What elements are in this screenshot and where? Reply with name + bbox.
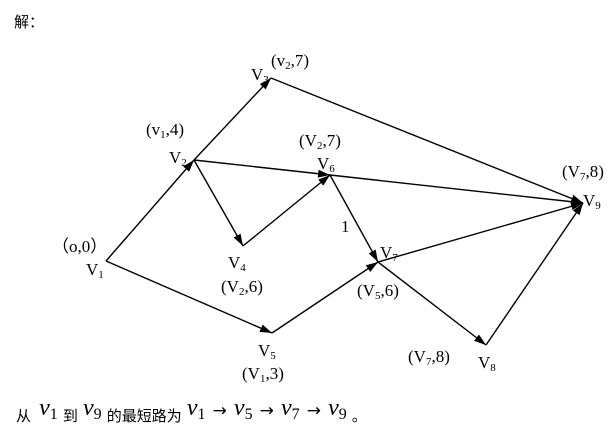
edge-v6-v9	[329, 174, 584, 206]
edge-v3-v9	[270, 77, 584, 204]
node-v8: V8	[478, 353, 496, 374]
node-label-v4: (V2,6)	[221, 277, 263, 298]
conclusion-sentence: 从 v1 到 v9 的最短路为 v1 → v5 → v7 → v9 。	[16, 395, 367, 425]
edge-v7-v8	[377, 261, 487, 346]
edge-v7-v9	[377, 202, 584, 263]
node-label-v6: (V2,7)	[299, 131, 341, 152]
node-label-v7: (V5,6)	[357, 281, 399, 302]
node-v3: V3	[251, 65, 269, 86]
edge-v2-v4	[193, 159, 244, 247]
edge-v1-v2	[105, 159, 195, 262]
node-label-v8: (V7,8)	[408, 347, 450, 368]
edge-v1-v5	[105, 260, 273, 334]
edge-v2-v3	[193, 77, 272, 161]
node-label-v5: (V1,3)	[242, 364, 284, 385]
edge-v6-v7	[329, 174, 379, 263]
node-label-v9: (V7,8)	[562, 162, 604, 183]
edge-v2-v6	[193, 159, 331, 178]
heading: 解：	[14, 13, 44, 31]
node-v5: V5	[258, 341, 276, 362]
node-label-v3: (v2,7)	[271, 51, 309, 72]
node-v1: V1	[86, 260, 104, 281]
node-label-v2: (v1,4)	[146, 120, 184, 141]
node-v4: V4	[228, 253, 246, 274]
node-v9: V9	[583, 191, 601, 212]
edge-weight-v6-v7: 1	[341, 217, 350, 236]
node-label-v1: （o,0）	[52, 237, 107, 256]
edge-v5-v7	[271, 261, 379, 334]
edge-v8-v9	[485, 202, 584, 346]
node-v2: V2	[169, 148, 187, 169]
edge-v4-v6	[242, 174, 331, 247]
node-v6: V6	[317, 154, 335, 175]
node-v7: V7	[380, 243, 398, 264]
